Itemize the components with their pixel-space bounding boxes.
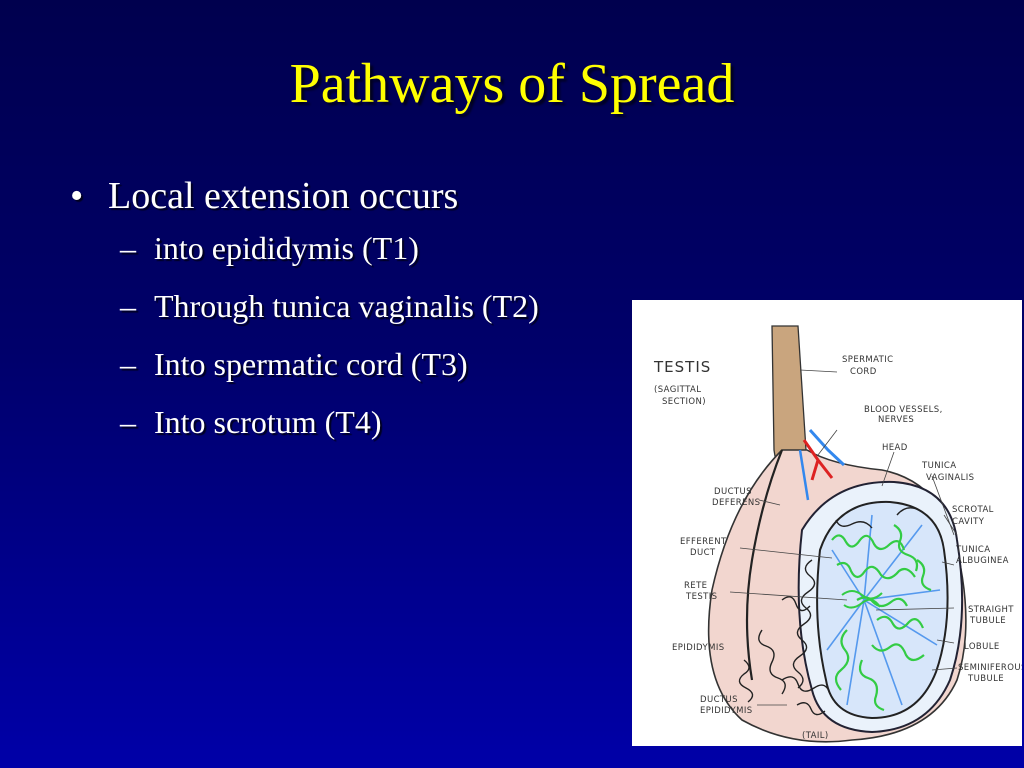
label-epididymis: EPIDIDYMIS bbox=[672, 643, 725, 653]
label-lobule: LOBULE bbox=[964, 642, 1000, 652]
label-tunica-albuginea: ALBUGINEA bbox=[956, 556, 1009, 566]
dash-marker: – bbox=[120, 230, 136, 266]
sub-bullet-item: –into epididymis (T1) bbox=[120, 228, 539, 268]
sub-bullet-text: Into spermatic cord (T3) bbox=[154, 346, 468, 382]
rete-testis bbox=[841, 590, 883, 609]
leader-lines bbox=[729, 369, 958, 706]
dash-marker: – bbox=[120, 288, 136, 324]
label-rete-testis: RETE bbox=[684, 581, 707, 591]
label-straight-tubule: TUBULE bbox=[969, 616, 1006, 626]
label-tunica-vaginalis: TUNICA bbox=[921, 461, 956, 471]
sub-bullet-text: Into scrotum (T4) bbox=[154, 404, 382, 440]
label-head: HEAD bbox=[882, 443, 908, 453]
figure-title-line2: (SAGITTAL bbox=[654, 385, 701, 395]
label-rete-testis: TESTIS bbox=[685, 592, 717, 602]
label-seminiferous-tubule: SEMINIFEROUS bbox=[958, 663, 1022, 673]
label-tunica-albuginea: TUNICA bbox=[955, 545, 990, 555]
label-ductus-deferens: DUCTUS bbox=[714, 487, 752, 497]
label-efferent-duct: EFFERENT bbox=[680, 537, 727, 547]
label-scrotal-cavity: SCROTAL bbox=[952, 505, 994, 515]
dash-marker: – bbox=[120, 404, 136, 440]
figure-title-line1: TESTIS bbox=[653, 358, 711, 376]
label-scrotal-cavity: CAVITY bbox=[952, 517, 985, 527]
label-spermatic-cord: CORD bbox=[850, 367, 877, 377]
ductus-deferens bbox=[745, 449, 784, 681]
label-tunica-vaginalis: VAGINALIS bbox=[926, 473, 974, 483]
dash-marker: – bbox=[120, 346, 136, 382]
label-straight-tubule: STRAIGHT bbox=[968, 605, 1014, 615]
figure-title-line3: SECTION) bbox=[662, 397, 706, 407]
label-seminiferous-tubule: TUBULE bbox=[967, 674, 1004, 684]
sub-bullet-text: into epididymis (T1) bbox=[154, 230, 419, 266]
label-blood-vessels: BLOOD VESSELS, bbox=[864, 405, 943, 415]
sub-bullet-text: Through tunica vaginalis (T2) bbox=[154, 288, 539, 324]
label-tail: (TAIL) bbox=[802, 731, 829, 741]
slide-title: Pathways of Spread bbox=[289, 53, 735, 115]
label-ductus-epididymis: DUCTUS bbox=[700, 695, 738, 705]
ductus-epididymis bbox=[738, 507, 922, 716]
blood-vessels bbox=[798, 428, 846, 501]
bullet-list: •Local extension occurs –into epididymis… bbox=[70, 172, 539, 460]
bullet-text: Local extension occurs bbox=[108, 175, 459, 217]
label-nerves: NERVES bbox=[878, 415, 914, 425]
sub-bullet-item: –Into scrotum (T4) bbox=[120, 402, 539, 442]
sub-bullet-item: –Into spermatic cord (T3) bbox=[120, 344, 539, 384]
sub-bullet-item: –Through tunica vaginalis (T2) bbox=[120, 286, 539, 326]
bullet-item: • Local extension occurs bbox=[70, 172, 539, 220]
bullet-marker: • bbox=[70, 175, 84, 217]
label-spermatic-cord: SPERMATIC bbox=[842, 355, 894, 365]
label-efferent-duct: DUCT bbox=[690, 548, 716, 558]
label-ductus-deferens: DEFERENS bbox=[712, 498, 760, 508]
testis-illustration: TESTIS (SAGITTAL SECTION) SPERMATIC CORD… bbox=[653, 325, 1022, 743]
testis-diagram: TESTIS (SAGITTAL SECTION) SPERMATIC CORD… bbox=[632, 300, 1022, 746]
label-ductus-epididymis: EPIDIDYMIS bbox=[700, 706, 753, 716]
sub-bullet-list: –into epididymis (T1) –Through tunica va… bbox=[70, 228, 539, 442]
